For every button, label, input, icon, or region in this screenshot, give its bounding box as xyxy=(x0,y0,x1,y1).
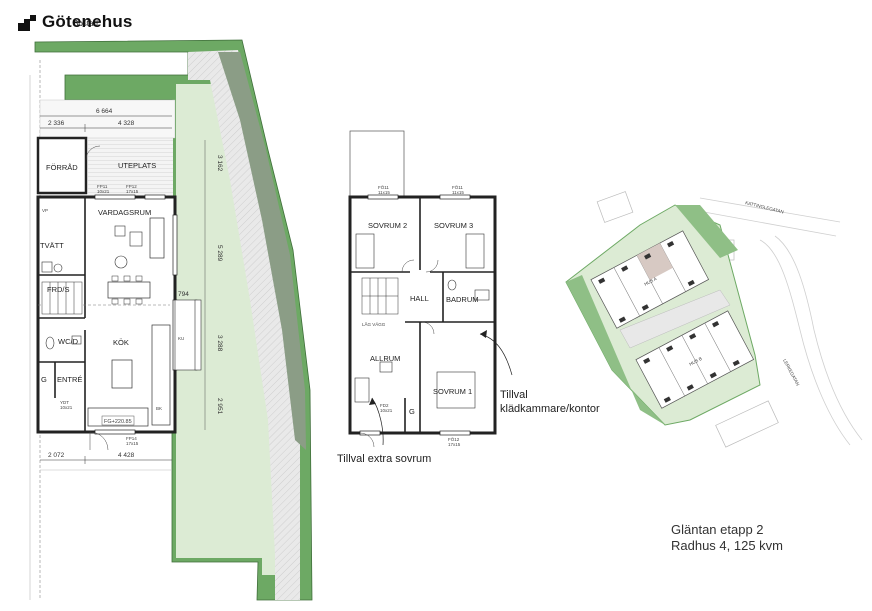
room-kok: KÖK xyxy=(113,338,129,347)
callout-tillval: Tillval xyxy=(500,389,528,401)
callout-extra-sovrum: Tillval extra sovrum xyxy=(337,453,432,465)
site-plan: HUS A HUS B KATTINGLEGATAN LERKEGATAN xyxy=(565,191,863,448)
room-badrum: BADRUM xyxy=(446,295,479,304)
dim-side-1: 3 162 xyxy=(216,155,223,172)
project-detail: Radhus 4, 125 kvm xyxy=(671,538,784,553)
room-allrum: ALLRUM xyxy=(370,354,400,363)
dim-bottom-right: 4 428 xyxy=(118,452,135,459)
site-hus-b: HUS B xyxy=(688,356,703,367)
planting-strip xyxy=(218,52,306,450)
brand-logo: Götenehus xyxy=(18,13,133,31)
tag-fp14-size: 17x15 xyxy=(126,441,139,446)
dim-side-4: 2 951 xyxy=(216,398,223,415)
brand-name: Götenehus xyxy=(42,12,133,31)
tag-bk: BK xyxy=(156,406,162,411)
project-name: Gläntan etapp 2 xyxy=(671,522,764,537)
room-g: G xyxy=(41,375,47,384)
upper-floor-plan: SOVRUM 2 SOVRUM 3 HALL BADRUM ALLRUM SOV… xyxy=(348,130,513,448)
tag-ydt: YDT xyxy=(60,400,69,405)
dim-right-small: 794 xyxy=(178,291,189,298)
callout-kladkammare: klädkammare/kontor xyxy=(500,403,600,415)
tag-fp12-size: 17x15 xyxy=(126,189,139,194)
ground-floor-site: 6 664 2 336 4 328 FÖRRÅD UTEPLATS xyxy=(29,39,313,601)
tag-ydt-size: 10x21 xyxy=(60,405,73,410)
tag-ku: KU xyxy=(178,336,184,341)
fg-label: FG+220.85 xyxy=(104,419,132,425)
dim-top-left: 2 336 xyxy=(48,120,65,127)
room-tvatt: TVÄTT xyxy=(40,241,64,250)
room-sovrum-2: SOVRUM 2 xyxy=(368,221,407,230)
dim-top-total: 6 664 xyxy=(96,108,113,115)
room-forrad: FÖRRÅD xyxy=(46,163,78,172)
tag-fp11-size: 10x21 xyxy=(97,189,110,194)
tag-vp: VP xyxy=(42,208,48,213)
tag-lag-vagg: LÅG VÄGG xyxy=(362,321,386,327)
room-vardagsrum: VARDAGSRUM xyxy=(98,208,151,217)
brand-sub: Bostad xyxy=(73,19,98,28)
site-street-kattingle: KATTINGLEGATAN xyxy=(745,200,785,214)
site-street-lerke: LERKEGATAN xyxy=(782,358,800,386)
room-hall: HALL xyxy=(410,294,429,303)
tag-fp14: FP14 xyxy=(126,436,137,441)
tag-fo11-a: FÖ11 xyxy=(378,184,389,190)
dim-side-2: 5 289 xyxy=(216,245,223,262)
project-title-block: Gläntan etapp 2 Radhus 4, 125 kvm xyxy=(671,522,783,554)
tag-fo11-a-size: 11x15 xyxy=(378,190,390,195)
site-hus-a: HUS A xyxy=(643,276,657,287)
tag-fo11-b: FÖ11 xyxy=(452,184,463,190)
room-uteplats: UTEPLATS xyxy=(118,161,156,170)
tag-fo11-b-size: 11x15 xyxy=(452,190,464,195)
tag-fp12: FP12 xyxy=(126,184,137,189)
room-g-upper: G xyxy=(409,407,415,416)
room-sovrum-3: SOVRUM 3 xyxy=(434,221,473,230)
tag-fo12-size: 17x15 xyxy=(448,442,461,447)
room-sovrum-1: SOVRUM 1 xyxy=(433,387,472,396)
tag-fo12: FÖ12 xyxy=(448,436,460,442)
dim-bottom-left: 2 072 xyxy=(48,452,65,459)
room-wcd: WC/D xyxy=(58,337,79,346)
room-frd: FRD/S xyxy=(47,285,70,294)
logo-mark-icon xyxy=(18,15,38,31)
dim-top-right: 4 328 xyxy=(118,120,135,127)
tag-fd2-size: 10x21 xyxy=(380,408,393,413)
room-entre: ENTRÉ xyxy=(57,375,82,384)
tag-fd2: FD2 xyxy=(380,403,389,408)
dim-side-3: 3 288 xyxy=(216,335,223,352)
tag-fp11: FP11 xyxy=(97,184,108,189)
